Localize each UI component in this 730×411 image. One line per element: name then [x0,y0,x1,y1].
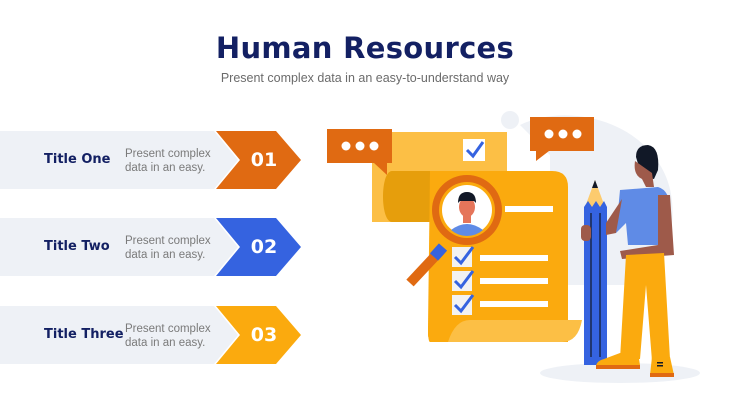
list-item-title-one: Title One Present complex data in an eas… [0,131,310,189]
desc-line: data in an easy. [125,249,206,261]
speech-bubble-icon [530,117,594,161]
checkbox-icon [452,246,475,315]
hr-illustration [327,111,700,383]
item-description: Present complex data in an easy. [125,147,225,175]
desc-line: Present complex [125,235,211,247]
item-number: 01 [250,149,278,171]
speech-bubble-icon [327,129,392,175]
item-number: 02 [250,236,278,258]
item-description: Present complex data in an easy. [125,322,225,350]
list-item-title-two: Title Two Present complex data in an eas… [0,218,310,276]
chevron-arrow-icon [216,218,301,276]
band-background [0,131,238,189]
page-subtitle: Present complex data in an easy-to-under… [220,71,510,85]
item-title: Title Two [44,239,110,254]
desc-line: Present complex [125,323,211,335]
chevron-arrow-icon [216,306,301,364]
chevron-arrow-icon [216,131,301,189]
item-number: 03 [250,324,278,346]
band-background [0,306,238,364]
list-item-title-three: Title Three Present complex data in an e… [0,306,310,364]
pencil-icon [584,180,607,365]
person-figure [581,145,674,377]
magnifying-glass-icon [406,175,502,287]
item-title: Title Three [44,327,124,342]
band-background [0,218,238,276]
page-title: Human Resources [215,31,515,65]
desc-line: data in an easy. [125,162,206,174]
item-description: Present complex data in an easy. [125,234,225,262]
item-title: Title One [44,152,111,167]
desc-line: data in an easy. [125,337,206,349]
desc-line: Present complex [125,148,211,160]
